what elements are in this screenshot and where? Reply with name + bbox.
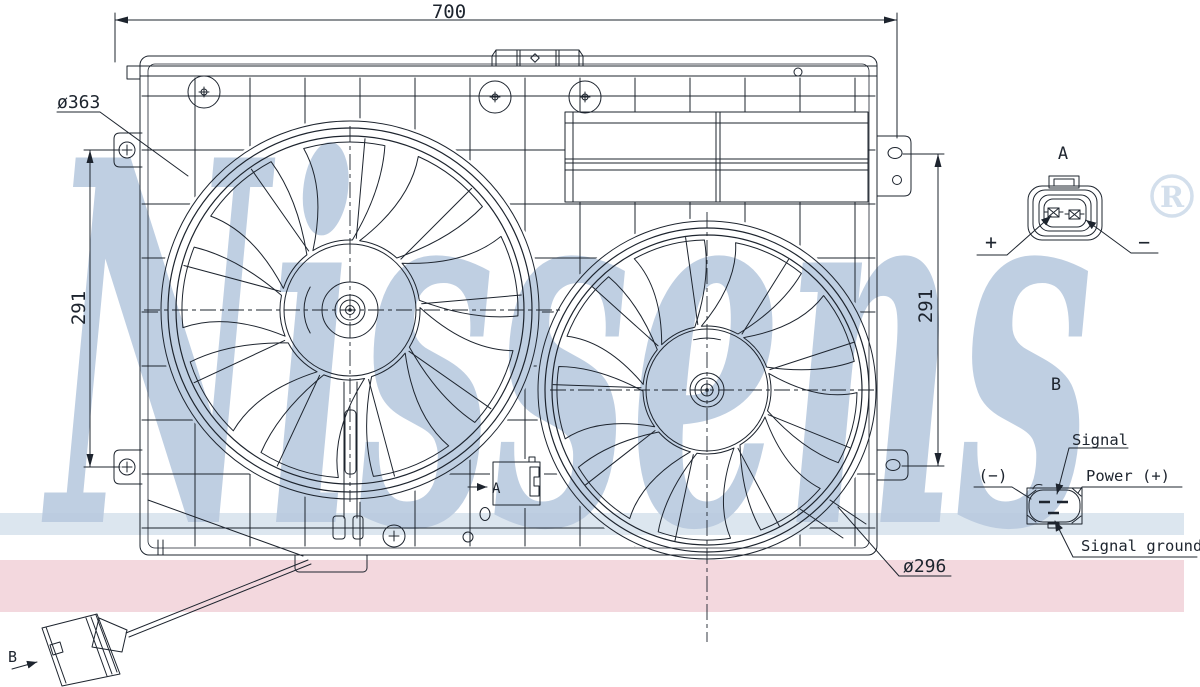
connector-b-pins	[1039, 500, 1068, 515]
mount-tab-right-bottom	[876, 449, 909, 481]
connector-b-drawing	[1026, 484, 1083, 529]
signal-label: Signal	[1072, 431, 1128, 449]
fan-blade	[739, 416, 821, 531]
fan-control-module	[564, 111, 869, 203]
dimension-296-label: ø296	[903, 556, 946, 577]
connector-a-housing	[492, 456, 541, 506]
fan-blade	[700, 242, 802, 335]
fan-blade	[633, 239, 707, 346]
connector-a-drawing	[1027, 175, 1103, 241]
dimension-363-label: ø363	[57, 92, 100, 113]
wiring-harness: B	[8, 559, 312, 687]
fan-blade	[657, 447, 735, 541]
brand-watermark-text: Nissens	[40, 53, 1093, 640]
fan-blade	[260, 374, 366, 479]
dimension-right-height: 291	[901, 153, 945, 467]
connector-a-minus-label: −	[1138, 230, 1150, 254]
fan-blade	[189, 342, 318, 432]
dimension-291-left-label: 291	[68, 291, 90, 325]
dimension-small-fan-diameter: ø296	[837, 506, 952, 577]
cable-channel	[332, 381, 364, 540]
signal-ground-label: Signal ground	[1081, 537, 1200, 555]
fan-blade	[767, 372, 858, 464]
dimension-overall-width: 700	[114, 1, 898, 139]
connector-b-detail: B Signal (−) Power (+) Signal ground	[973, 375, 1200, 558]
connector-b-title: B	[1051, 375, 1061, 395]
harness-plug	[41, 613, 128, 687]
connector-a-title: A	[1058, 144, 1068, 164]
connector-a-location-marker: A	[467, 481, 501, 497]
registered-trademark-icon: R	[1150, 174, 1194, 218]
dimension-large-fan-diameter: ø363	[56, 92, 189, 177]
bottom-details	[147, 499, 867, 573]
fan-blade	[359, 156, 483, 259]
connector-a-plus-label: +	[985, 230, 997, 254]
dimension-700-label: 700	[432, 1, 466, 23]
mount-bosses	[187, 67, 803, 114]
fan-blade	[366, 352, 450, 477]
fan-blade	[181, 246, 286, 337]
connector-a-location-label: A	[492, 481, 501, 497]
registered-trademark-letter: R	[1160, 180, 1185, 214]
dimensions: 700 291 291 ø363 ø296	[56, 1, 952, 577]
fan-blade	[401, 235, 519, 318]
watermark: Nissens R	[0, 53, 1194, 640]
fan-blade	[556, 366, 656, 440]
fan-blade	[303, 141, 386, 252]
connector-a-detail: A + −	[976, 144, 1159, 256]
fan-blade	[743, 295, 855, 371]
harness-wires	[125, 559, 312, 638]
connector-b-location-label: B	[8, 648, 17, 666]
dimension-291-right-label: 291	[915, 289, 937, 323]
shroud-rib-grid	[141, 77, 876, 547]
fan-blade	[577, 431, 691, 520]
fan-blade	[408, 307, 514, 423]
ground-minus-label: (−)	[979, 466, 1008, 485]
watermark-pink-band	[0, 560, 1184, 612]
watermark-blue-band	[0, 513, 1184, 535]
dimension-left-height: 291	[68, 149, 121, 468]
shroud-frame	[113, 49, 912, 573]
fan-blade	[566, 276, 658, 385]
centerlines	[144, 126, 875, 642]
power-label: Power (+)	[1086, 467, 1170, 485]
mount-tab-right-top	[876, 135, 912, 197]
fan-blade	[210, 161, 308, 289]
